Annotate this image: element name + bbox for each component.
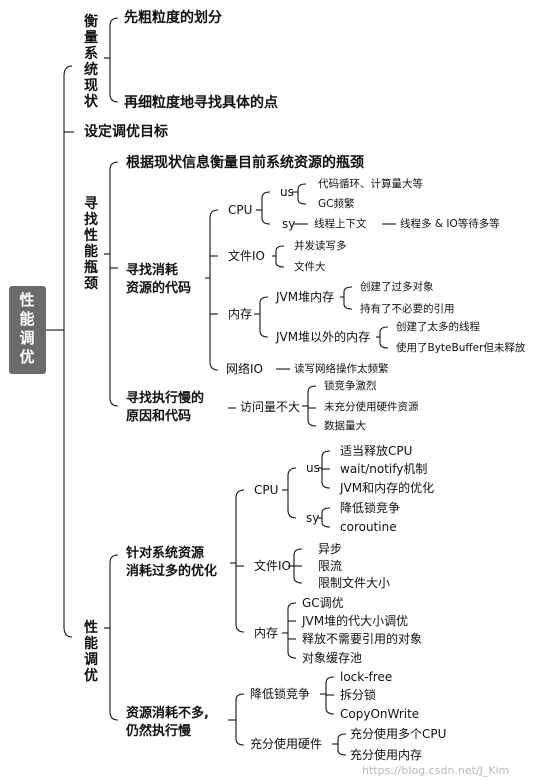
root-node: 性能调优 <box>9 286 46 374</box>
slow-code-visits: 访问量不大 <box>240 400 301 414</box>
find-memory-heap-item-0: 创建了过多对象 <box>360 281 434 293</box>
tune-memory-item-2: 释放不需要引用的对象 <box>302 632 423 646</box>
tune-cpu-sy-item-0: 降低锁竞争 <box>340 501 401 515</box>
find-netio-label: 网络IO <box>226 362 263 376</box>
high-cost-label: 针对系统资源 消耗过多的优化 <box>126 546 218 579</box>
slow-code-label: 寻找执行慢的 原因和代码 <box>126 391 205 424</box>
find-fileio-item-0: 并发读写多 <box>294 240 347 252</box>
tune-memory-item-0: GC调优 <box>302 596 344 610</box>
find-cpu-us-item-1: GC频繁 <box>318 198 355 210</box>
root-label: 性能调优 <box>19 291 35 366</box>
measure-item-0: 先粗粒度的划分 <box>124 10 222 26</box>
tune-cpu-us: us <box>306 461 320 475</box>
find-cpu-sy-item: 线程上下文 <box>314 218 367 230</box>
goal-label: 设定调优目标 <box>84 124 168 140</box>
find-memory-heap-item-1: 持有了不必要的引用 <box>360 303 455 315</box>
find-memory-offheap: JVM堆以外的内存 <box>276 330 371 344</box>
low-cost-lock-label: 降低锁竞争 <box>250 687 311 701</box>
find-memory-label: 内存 <box>228 307 253 321</box>
low-cost-hardware-item-1: 充分使用内存 <box>350 748 423 762</box>
tune-fileio-item-2: 限制文件大小 <box>318 576 391 590</box>
find-netio-item: 读写网络操作太频繁 <box>294 363 389 375</box>
find-cpu-us: us <box>280 185 294 199</box>
tune-cpu-label: CPU <box>254 483 279 497</box>
find-cpu-us-item-0: 代码循环、计算量大等 <box>318 178 423 190</box>
slow-code-item-1: 未充分使用硬件资源 <box>324 401 419 413</box>
find-fileio-label: 文件IO <box>228 249 265 263</box>
low-cost-lock-item-0: lock-free <box>340 670 393 684</box>
find-cpu-label: CPU <box>228 203 253 217</box>
tune-label: 性能调优 <box>84 620 98 684</box>
tune-cpu-us-item-2: JVM和内存的优化 <box>340 481 435 495</box>
tune-cpu-sy-item-1: coroutine <box>340 520 397 534</box>
low-cost-lock-item-2: CopyOnWrite <box>340 707 420 721</box>
find-cpu-sy: sy <box>282 217 296 231</box>
find-memory-offheap-item-0: 创建了太多的线程 <box>396 321 480 333</box>
find-memory-offheap-item-1: 使用了ByteBuffer但未释放 <box>396 342 526 354</box>
tune-cpu-sy: sy <box>306 511 320 525</box>
find-label: 寻找性能瓶颈 <box>84 196 98 292</box>
tune-memory-item-3: 对象缓存池 <box>302 651 363 665</box>
low-cost-hardware-label: 充分使用硬件 <box>250 737 323 751</box>
slow-code-item-0: 锁竞争激烈 <box>324 380 377 392</box>
tune-cpu-us-item-1: wait/notify机制 <box>340 462 428 476</box>
low-cost-lock-item-1: 拆分锁 <box>340 688 377 702</box>
tune-fileio-item-0: 异步 <box>318 542 343 556</box>
find-measure-resources: 根据现状信息衡量目前系统资源的瓶颈 <box>126 155 364 171</box>
costly-code-label: 寻找消耗 资源的代码 <box>126 263 192 296</box>
tune-memory-item-1: JVM堆的代大小调优 <box>302 614 409 628</box>
find-memory-heap: JVM堆内存 <box>276 290 335 304</box>
watermark: https://blog.csdn.net/J_Kim <box>362 764 510 777</box>
low-cost-hardware-item-0: 充分使用多个CPU <box>350 727 447 741</box>
tune-cpu-us-item-0: 适当释放CPU <box>340 444 413 458</box>
root-branch <box>63 65 73 638</box>
measure-item-1: 再细粒度地寻找具体的点 <box>124 95 278 111</box>
tune-fileio-item-1: 限流 <box>318 559 343 573</box>
slow-code-item-2: 数据量大 <box>324 420 366 432</box>
low-cost-label: 资源消耗不多, 仍然执行慢 <box>126 706 209 739</box>
find-fileio-item-1: 文件大 <box>294 261 326 273</box>
tune-memory-label: 内存 <box>254 626 279 640</box>
find-cpu-sy-item-2: 线程多 & IO等待多等 <box>400 218 500 230</box>
measure-label: 衡量系统现状 <box>84 14 98 110</box>
tune-fileio-label: 文件IO <box>254 559 291 573</box>
